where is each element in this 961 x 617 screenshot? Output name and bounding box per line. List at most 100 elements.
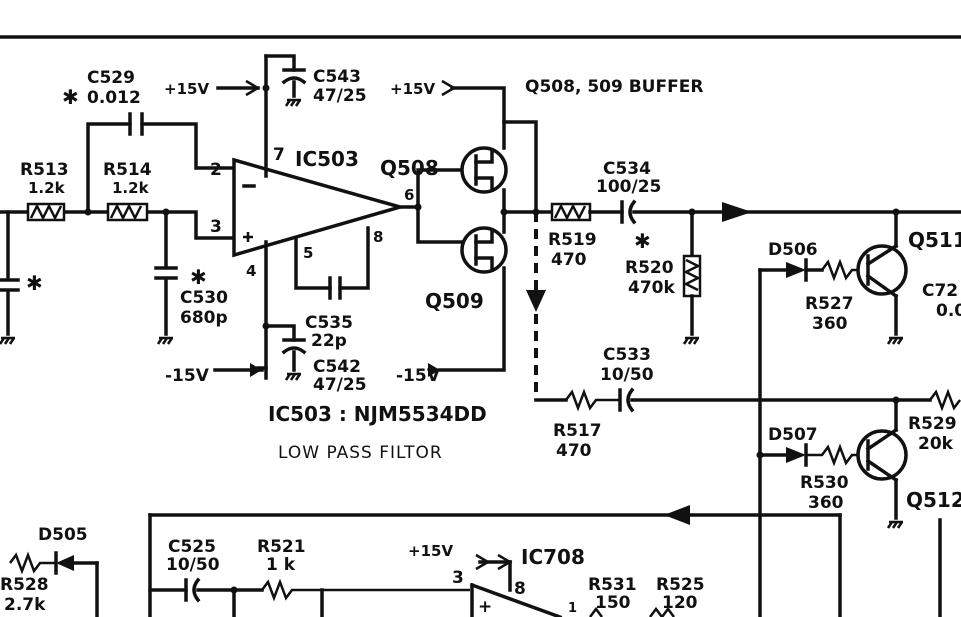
r528-ref: R528 [0, 575, 49, 595]
c535-ref: C535 [305, 313, 353, 333]
c543-ref: C543 [313, 67, 361, 87]
c529-capacitor [128, 112, 144, 136]
ic503-pin6: 6 [404, 186, 414, 204]
c530-capacitor [154, 208, 178, 346]
r528-value: 2.7k [4, 595, 46, 615]
ic708-pin3: 3 [452, 568, 464, 588]
ic503-pin8: 8 [373, 228, 383, 246]
r529-ref: R529 [908, 414, 957, 434]
r513-ref: R513 [20, 160, 69, 180]
q511-transistor [856, 243, 908, 299]
q509-ref: Q509 [425, 289, 484, 313]
input-wires [0, 122, 236, 346]
r513-value: 1.2k [28, 179, 66, 197]
r514-value: 1.2k [112, 179, 150, 197]
q512-transistor [856, 427, 908, 483]
ic503-pin2: 2 [210, 160, 222, 180]
r517-value: 470 [556, 441, 592, 461]
c530-value: 680p [180, 308, 228, 328]
c529-value: 0.012 [87, 88, 141, 108]
r519-resistor [550, 202, 592, 222]
left-cap-mark: ✱ [26, 271, 43, 295]
c542-ref: C542 [313, 357, 361, 377]
plus15-label-b: +15V [390, 80, 435, 98]
r520-ref: R520 [625, 258, 674, 278]
q512-wires [758, 443, 905, 530]
q511-wires [756, 210, 905, 617]
q512-ref: Q512 [906, 488, 961, 512]
r527-ref: R527 [805, 294, 854, 314]
q508-ref: Q508 [380, 156, 439, 180]
ic503-ref: IC503 [295, 147, 359, 171]
ic503-pin4: 4 [246, 262, 256, 280]
c530-mark: ✱ [190, 265, 207, 289]
c525-r521-wires [148, 577, 470, 617]
c534-capacitor [588, 199, 961, 225]
ic708-ref: IC708 [521, 545, 585, 569]
plus15-label-a: +15V [164, 80, 209, 98]
ic503-pin7: 7 [273, 145, 285, 165]
ic708-pin1: 1 [568, 601, 577, 616]
plus15-arrow-b [441, 79, 457, 97]
ic708-plus: + [478, 597, 492, 617]
c529-mark: ✱ [62, 85, 79, 109]
c529-ref: C529 [87, 68, 135, 88]
d506-diode [786, 258, 808, 282]
ic708-pin8: 8 [514, 579, 526, 599]
q509-transistor [460, 226, 508, 274]
ic503-pin3: 3 [210, 217, 222, 237]
r525-ref: R525 [656, 575, 705, 595]
c530-ref: C530 [180, 288, 228, 308]
r531-ref: R531 [588, 575, 637, 595]
r520-resistor [682, 210, 702, 346]
r527-value: 360 [812, 314, 848, 334]
r514-resistor [106, 202, 149, 222]
plus15-label-c: +15V [408, 542, 453, 560]
r530-ref: R530 [800, 473, 849, 493]
d507-ref: D507 [768, 425, 818, 445]
r530-value: 360 [808, 493, 844, 513]
r519-ref: R519 [548, 230, 597, 250]
minus15-label-b: -15V [396, 366, 441, 386]
c534-value: 100/25 [596, 177, 661, 197]
c533-r517-wires [565, 387, 961, 432]
r531-value: 150 [595, 593, 631, 613]
d505-diode [9, 551, 99, 575]
buffer-wires [398, 86, 554, 372]
bottom-frame [95, 505, 842, 617]
c543-value: 47/25 [313, 86, 367, 106]
ic503-caption: IC503 : NJM5534DD [268, 402, 487, 426]
c72x-value: 0.0 [936, 301, 961, 321]
r521-ref: R521 [257, 537, 306, 557]
plus15-arrow-a [216, 79, 261, 97]
ic708-opamp [469, 553, 675, 617]
q511-ref: Q511 [908, 228, 961, 252]
minus15-label-a: -15V [165, 366, 210, 386]
c525-value: 10/50 [166, 555, 220, 575]
d507-diode [786, 443, 808, 467]
c533-value: 10/50 [600, 365, 654, 385]
c542-capacitor [281, 338, 307, 382]
c542-value: 47/25 [313, 375, 367, 395]
r513-resistor [26, 202, 66, 222]
r517-ref: R517 [553, 421, 602, 441]
r525-value: 120 [662, 593, 698, 613]
c72x-ref: C72 [922, 281, 958, 301]
c525-ref: C525 [168, 537, 216, 557]
buffer-title: Q508, 509 BUFFER [525, 77, 703, 97]
minus15-arrow-b [428, 363, 440, 377]
c533-ref: C533 [603, 345, 651, 365]
r521-value: 1 k [266, 555, 296, 575]
r520-value: 470k [628, 278, 675, 298]
r519-value: 470 [551, 250, 587, 270]
ic503-opamp [232, 157, 407, 258]
c543-capacitor [264, 54, 307, 108]
d505-ref: D505 [38, 525, 88, 545]
minus15-arrow-a [213, 363, 264, 377]
r514-ref: R514 [103, 160, 152, 180]
filter-caption: LOW PASS FILTOR [278, 443, 443, 463]
right-edge-wires [838, 513, 942, 617]
q508-transistor [460, 146, 508, 194]
c534-ref: C534 [603, 159, 651, 179]
